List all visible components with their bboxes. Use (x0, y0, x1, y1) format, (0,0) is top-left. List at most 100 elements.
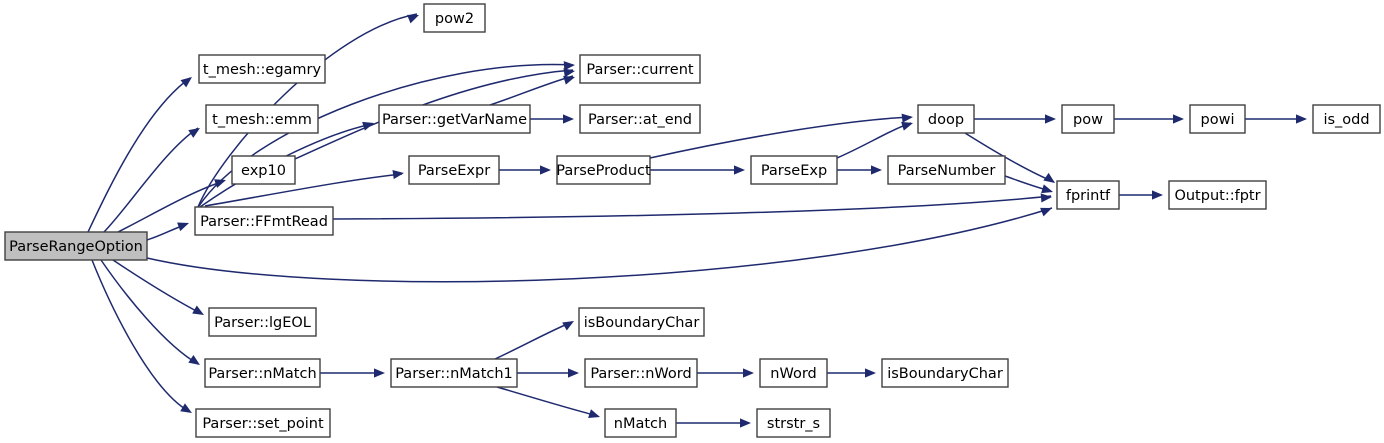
node-isBoundaryChar_top[interactable]: isBoundaryChar (578, 307, 705, 337)
node-fprintf[interactable]: fprintf (1056, 180, 1120, 210)
nodes-layer: ParseRangeOption t_mesh::egamryt_mesh::em… (4, 3, 1381, 438)
edge-ParseRangeOption-to-fprintf (146, 207, 1053, 283)
node-is_odd[interactable]: is_odd (1312, 104, 1381, 134)
arrowhead-icon (563, 61, 575, 71)
node-box-pow[interactable] (1061, 104, 1115, 134)
node-box-ParseProduct[interactable] (556, 155, 651, 185)
node-Parser_nMatch[interactable]: Parser::nMatch (204, 358, 321, 388)
node-box-nMatch[interactable] (604, 408, 677, 438)
node-box-Parser_set_point[interactable] (195, 408, 331, 438)
node-t_mesh_emm[interactable]: t_mesh::emm (205, 104, 319, 134)
node-box-powi[interactable] (1189, 104, 1246, 134)
node-box-t_mesh_egamry[interactable] (198, 54, 326, 84)
node-box-Parser_lgEOL[interactable] (208, 307, 317, 337)
node-box-Parser_nMatch[interactable] (204, 358, 321, 388)
node-ParseRangeOption[interactable]: ParseRangeOption (4, 231, 148, 261)
arrowhead-icon (568, 368, 579, 378)
arrowhead-icon (1040, 207, 1052, 217)
edge-Parser_FFmtRead-to-fprintf (332, 195, 1052, 220)
node-box-ParseExp[interactable] (750, 155, 838, 185)
node-pow[interactable]: pow (1061, 104, 1115, 134)
edge-Parser_FFmtRead-to-pow2 (197, 13, 418, 208)
node-nWord[interactable]: nWord (759, 358, 828, 388)
node-box-isBoundaryChar_r[interactable] (881, 358, 1009, 388)
arrowhead-icon (865, 368, 876, 378)
node-box-Parser_getVarName[interactable] (378, 104, 531, 134)
edge-ParseRangeOption-to-Parser_nMatch (100, 259, 199, 365)
node-t_mesh_egamry[interactable]: t_mesh::egamry (198, 54, 326, 84)
node-ParseNumber[interactable]: ParseNumber (887, 155, 1006, 185)
node-box-strstr_s[interactable] (756, 408, 831, 438)
arrowhead-icon (1041, 184, 1053, 194)
arrowhead-icon (1152, 190, 1163, 200)
arrowhead-icon (901, 113, 913, 123)
node-box-Parser_current[interactable] (579, 54, 701, 84)
node-Parser_at_end[interactable]: Parser::at_end (579, 104, 701, 134)
node-box-is_odd[interactable] (1312, 104, 1381, 134)
node-box-ParseExpr[interactable] (408, 155, 500, 185)
node-box-ParseRangeOption[interactable] (4, 231, 148, 261)
node-pow2[interactable]: pow2 (423, 3, 486, 33)
node-box-ParseNumber[interactable] (887, 155, 1006, 185)
node-Parser_FFmtRead[interactable]: Parser::FFmtRead (194, 206, 334, 236)
arrowhead-icon (1043, 172, 1055, 183)
arrowhead-icon (901, 121, 913, 131)
edge-ParseRangeOption-to-Parser_set_point (91, 259, 191, 413)
node-Parser_nMatch1[interactable]: Parser::nMatch1 (390, 358, 518, 388)
arrowhead-icon (562, 321, 574, 331)
edge-ParseExp-to-doop (836, 122, 912, 159)
node-box-Parser_at_end[interactable] (579, 104, 701, 134)
node-nMatch[interactable]: nMatch (604, 408, 677, 438)
node-ParseExp[interactable]: ParseExp (750, 155, 838, 185)
node-box-nWord[interactable] (759, 358, 828, 388)
arrowhead-icon (563, 75, 575, 85)
arrowhead-icon (1173, 114, 1184, 124)
node-ParseExpr[interactable]: ParseExpr (408, 155, 500, 185)
node-Parser_lgEOL[interactable]: Parser::lgEOL (208, 307, 317, 337)
node-box-Parser_FFmtRead[interactable] (194, 206, 334, 236)
arrowhead-icon (1045, 114, 1056, 124)
arrowhead-icon (1296, 114, 1307, 124)
edge-Parser_FFmtRead-to-Parser_current (198, 63, 574, 207)
edge-Parser_nMatch1-to-isBoundaryChar_top (494, 321, 573, 360)
arrowhead-icon (540, 165, 551, 175)
node-box-doop[interactable] (917, 104, 975, 134)
node-box-Parser_nMatch1[interactable] (390, 358, 518, 388)
arrowhead-icon (734, 165, 745, 175)
edge-ParseRangeOption-to-t_mesh_egamry (87, 77, 191, 233)
edge-Parser_getVarName-to-Parser_current (489, 75, 574, 106)
node-Output_fptr[interactable]: Output::fptr (1168, 180, 1267, 210)
node-box-fprintf[interactable] (1056, 180, 1120, 210)
arrowhead-icon (871, 165, 882, 175)
arrowhead-icon (1040, 193, 1052, 203)
node-box-pow2[interactable] (423, 3, 486, 33)
node-Parser_getVarName[interactable]: Parser::getVarName (378, 104, 531, 134)
arrowhead-icon (563, 68, 575, 78)
node-strstr_s[interactable]: strstr_s (756, 408, 831, 438)
node-box-isBoundaryChar_top[interactable] (578, 307, 705, 337)
edge-ParseProduct-to-doop (649, 116, 912, 159)
node-powi[interactable]: powi (1189, 104, 1246, 134)
node-box-Output_fptr[interactable] (1168, 180, 1267, 210)
arrowhead-icon (188, 355, 200, 365)
arrowhead-icon (407, 14, 419, 24)
arrowhead-icon (180, 77, 192, 88)
node-box-exp10[interactable] (231, 155, 296, 185)
arrowhead-icon (563, 114, 574, 124)
arrowhead-icon (192, 305, 204, 315)
edge-ParseRangeOption-to-t_mesh_emm (103, 127, 199, 233)
node-Parser_nWord[interactable]: Parser::nWord (584, 358, 698, 388)
node-doop[interactable]: doop (917, 104, 975, 134)
node-box-Parser_nWord[interactable] (584, 358, 698, 388)
arrowheads-layer (177, 14, 1307, 428)
arrowhead-icon (743, 368, 754, 378)
node-Parser_current[interactable]: Parser::current (579, 54, 701, 84)
node-ParseProduct[interactable]: ParseProduct (556, 155, 651, 185)
node-exp10[interactable]: exp10 (231, 155, 296, 185)
node-box-t_mesh_emm[interactable] (205, 104, 319, 134)
node-isBoundaryChar_r[interactable]: isBoundaryChar (881, 358, 1009, 388)
node-Parser_set_point[interactable]: Parser::set_point (195, 408, 331, 438)
edge-Parser_nMatch1-to-nMatch (496, 386, 599, 417)
